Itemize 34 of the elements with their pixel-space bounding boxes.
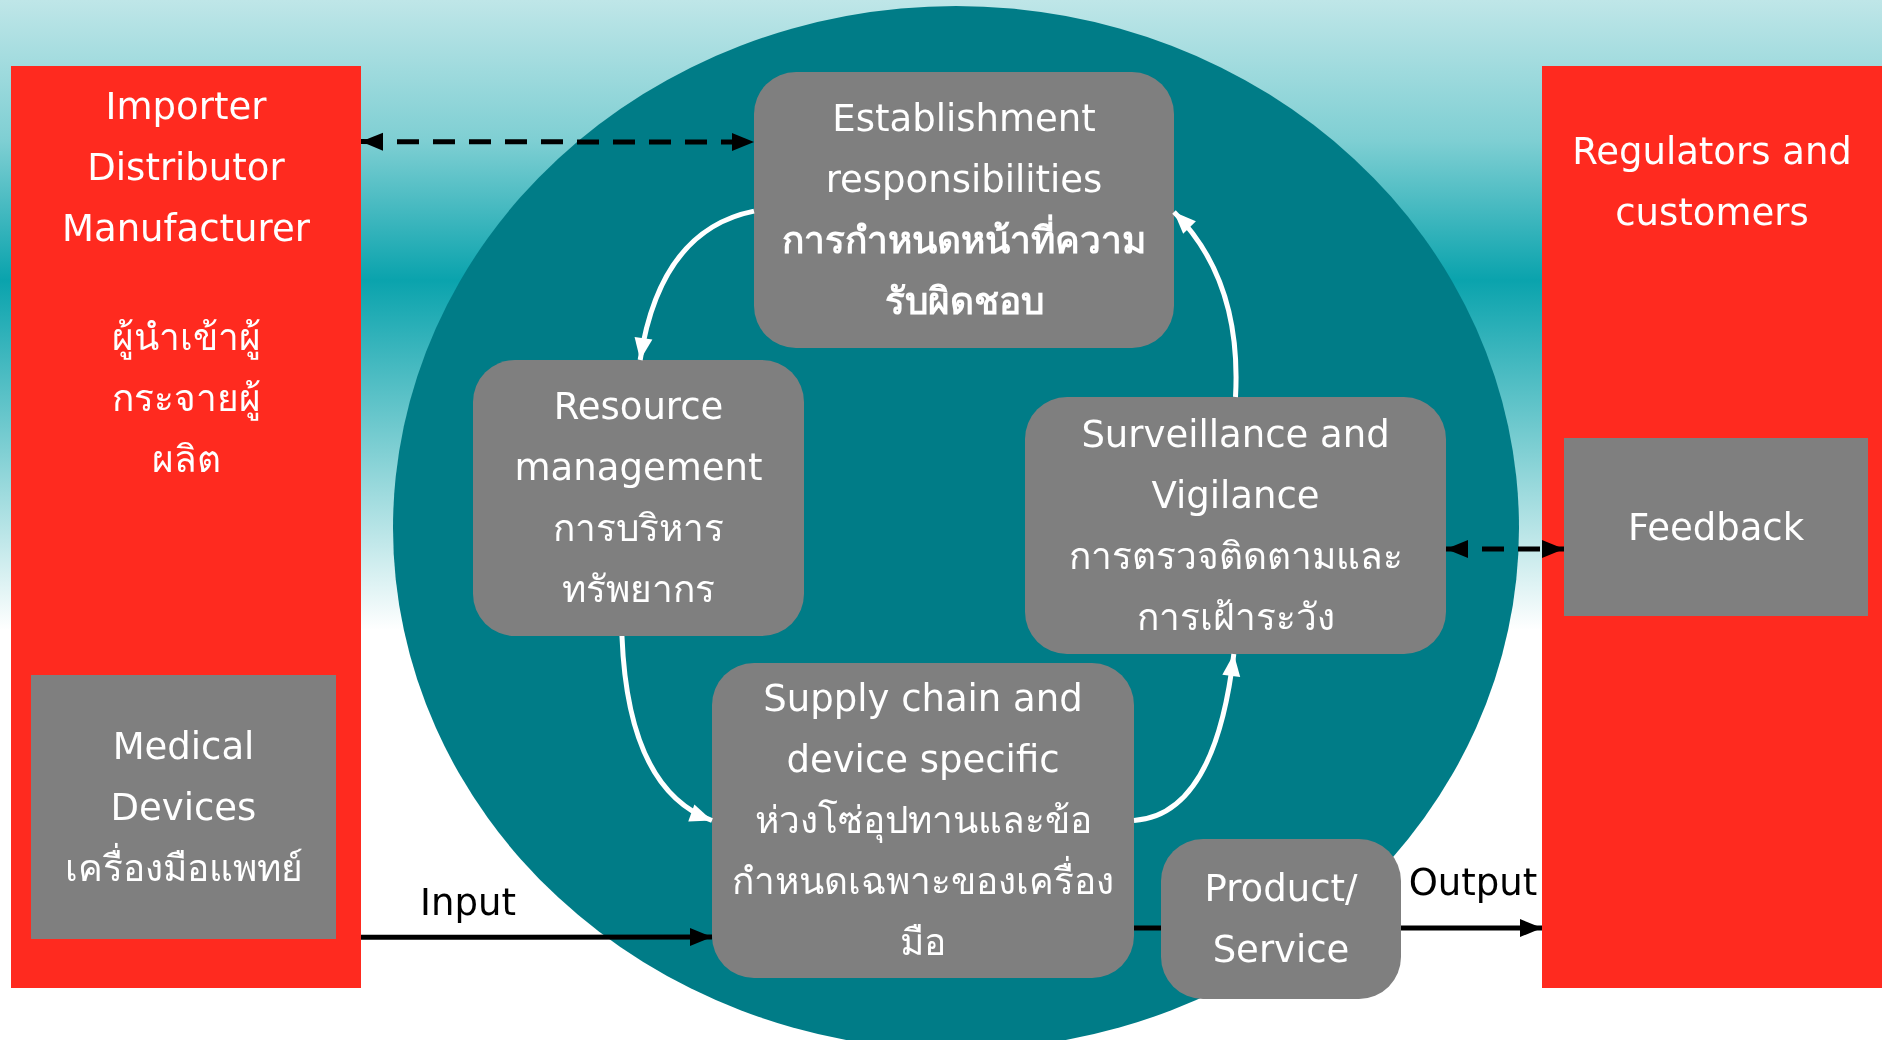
arrow	[635, 208, 755, 361]
thai-text: ห่วงโซ่อุปทานและข้อกำหนดเฉพาะของเครื่องมือ	[731, 798, 1115, 966]
arrow	[619, 635, 713, 823]
process-box	[1025, 397, 1446, 654]
box-title: Product/ Service	[1203, 866, 1359, 973]
process-box	[754, 72, 1174, 348]
panel	[1542, 66, 1882, 988]
arrow	[361, 928, 712, 947]
box-title: Feedback	[1627, 504, 1805, 551]
arrow	[361, 132, 754, 152]
box-title: Regulators and customers	[1571, 129, 1853, 236]
thai-text: การกำหนดหน้าที่ความรับผิดชอบ	[772, 210, 1156, 332]
thai-text: การตรวจติดตามและการเฝ้าระวัง	[1067, 533, 1404, 641]
thai-text: ผู้นำเข้าผู้กระจายผู้ผลิต	[111, 315, 261, 483]
box-title: Resource management	[513, 384, 764, 491]
process-box	[31, 675, 336, 939]
arrow	[1401, 919, 1542, 938]
box-title: Medical Devices	[109, 723, 258, 831]
arrow	[1172, 210, 1239, 398]
box-title: Surveillance and Vigilance	[1080, 411, 1391, 519]
panel	[11, 66, 361, 988]
process-box	[1161, 839, 1401, 999]
arrow	[1446, 539, 1564, 559]
thai-text: การบริหารทรัพยากร	[552, 506, 725, 613]
edge-label: Output	[1408, 860, 1538, 904]
box-title: Establishment responsibilities	[824, 96, 1104, 203]
process-box	[473, 360, 804, 636]
thai-text: เครื่องมือแพทย์	[64, 837, 303, 899]
process-box	[712, 663, 1134, 978]
box-title: Importer Distributor Manufacturer	[61, 84, 311, 252]
box-title: Supply chain and device specific	[762, 676, 1084, 783]
edge-label: Input	[420, 880, 516, 924]
arrow	[1133, 653, 1240, 823]
process-box	[1564, 438, 1868, 616]
